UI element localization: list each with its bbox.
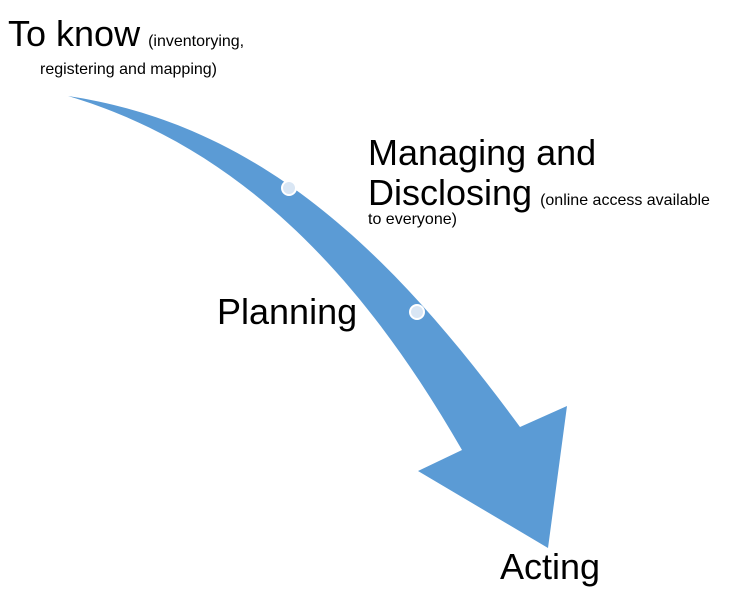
- stage-to-know-title: To know: [8, 13, 141, 54]
- stage-marker-planning: [409, 304, 425, 320]
- stage-managing-line2: Disclosing (online access available: [368, 173, 710, 213]
- stage-to-know-note-line2: registering and mapping): [40, 61, 217, 78]
- stage-managing-disclosing: Managing and Disclosing (online access av…: [368, 133, 710, 231]
- stage-managing-note-line1: (online access available: [540, 192, 710, 209]
- stage-to-know-note-line1: (inventorying,: [148, 33, 245, 50]
- stage-to-know: To know (inventorying, registering and ma…: [8, 13, 245, 79]
- stage-managing-title-line2: Disclosing: [368, 172, 533, 213]
- stage-managing-note-line2: to everyone): [368, 211, 457, 228]
- stage-marker-to-know: [281, 180, 297, 196]
- stage-acting-title: Acting: [500, 546, 601, 587]
- stage-planning-title: Planning: [217, 291, 358, 332]
- stage-managing-title-line1: Managing and: [368, 132, 597, 173]
- curved-arrow: [68, 96, 567, 548]
